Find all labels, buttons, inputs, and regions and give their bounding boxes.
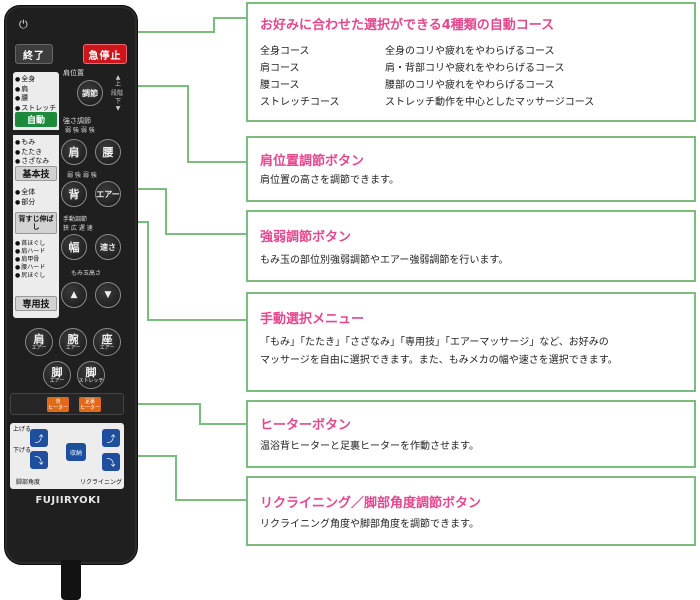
roller-height-label: もみ玉高さ <box>71 270 102 277</box>
callout-desc: 「もみ」「たたき」「さざなみ」「専用技」「エアーマッサージ」など、お好みの <box>260 337 609 348</box>
callout-desc: もみ玉の部位別強弱調節やエアー強弱調節を行います。 <box>260 255 509 266</box>
manual-item: さざなみ <box>15 157 49 167</box>
auto-course-list: 全身 肩 腰 ストレッチ <box>15 75 56 113</box>
callout-recline: リクライニング／脚部角度調節ボタン リクライニング角度や脚部角度を調節できます。 <box>246 476 696 546</box>
waist-strength-button[interactable]: 腰 <box>95 139 121 165</box>
manual-adjust-label: 手動調節 <box>63 216 88 223</box>
course-row: ストレッチコースストレッチ動作を中心としたマッサージコース <box>260 97 595 108</box>
callout-desc: マッサージを自由に選択できます。また、もみメカの幅や速さを選択できます。 <box>260 355 618 366</box>
manual-item: たたき <box>15 148 49 158</box>
range-item: 部分 <box>15 198 35 208</box>
callout-title: 肩位置調節ボタン <box>260 154 365 169</box>
height-up-button[interactable]: ▲ <box>61 282 87 308</box>
course-row: 肩コース肩・背部コリや疲れをやわらげるコース <box>260 63 565 74</box>
callout-desc: リクライニング角度や脚部角度を調節できます。 <box>260 519 479 530</box>
manual-list: もみ たたき さざなみ <box>15 138 49 167</box>
callout-shoulder-position: 肩位置調節ボタン 肩位置の高さを調節できます。 <box>246 136 696 202</box>
strength-scale-2: 弱 強 弱 強 <box>67 172 97 179</box>
special-item: 肩ハード <box>15 248 45 256</box>
position-unit-label: 段階 <box>111 90 124 97</box>
shoulder-strength-button[interactable]: 肩 <box>61 139 87 165</box>
strength-label: 強さ調節 <box>63 117 91 125</box>
power-icon: ⏻ <box>19 18 28 31</box>
position-down-label: 下▼ <box>115 98 122 112</box>
air-seat-button[interactable]: 座エアー <box>93 328 121 356</box>
special-technique-button[interactable]: 専用技 <box>15 296 57 311</box>
air-strength-button[interactable]: エアー <box>95 181 121 207</box>
auto-button[interactable]: 自動 <box>15 112 57 127</box>
heater-panel: 背ヒーター 足裏ヒーター <box>10 393 124 415</box>
width-button[interactable]: 幅 <box>61 234 87 260</box>
special-item: 首ほぐし <box>15 240 45 248</box>
leg-lower-button[interactable]: ⤵ <box>30 451 48 469</box>
height-down-button[interactable]: ▼ <box>95 282 121 308</box>
connector-recline <box>124 455 246 501</box>
special-item: 肩甲骨 <box>15 256 45 264</box>
auto-course-item: ストレッチ <box>15 104 56 114</box>
special-list: 首ほぐし 肩ハード 肩甲骨 腰ハード 尻ほぐし <box>15 240 45 280</box>
speed-button[interactable]: 速さ <box>95 234 121 260</box>
position-up-label: ▲上 <box>115 74 122 88</box>
auto-course-item: 肩 <box>15 85 56 95</box>
foot-heater-button[interactable]: 足裏ヒーター <box>79 397 101 412</box>
range-list: 全体 部分 <box>15 188 35 207</box>
auto-course-item: 腰 <box>15 94 56 104</box>
callout-auto-course: お好みに合わせた選択ができる4種類の自動コース 全身コース全身のコリや疲れをやわ… <box>246 2 696 122</box>
course-row: 腰コース腰部のコリや疲れをやわらげるコース <box>260 80 555 91</box>
range-item: 全体 <box>15 188 35 198</box>
manual-item: もみ <box>15 138 49 148</box>
callout-title: ヒーターボタン <box>260 418 352 433</box>
brand-logo: FUJIIRYOKI <box>35 495 101 506</box>
callout-title: 強弱調節ボタン <box>260 230 352 245</box>
strength-scale: 弱 強 弱 強 <box>65 127 95 134</box>
special-item: 腰ハード <box>15 264 45 272</box>
connector-heater <box>124 403 246 425</box>
callout-desc: 肩位置の高さを調節できます。 <box>260 175 399 186</box>
callout-title: リクライニング／脚部角度調節ボタン <box>260 496 482 511</box>
air-arm-button[interactable]: 腕エアー <box>59 328 87 356</box>
leg-stretch-button[interactable]: 脚ストレッチ <box>77 361 105 389</box>
callout-heater: ヒーターボタン 温浴背ヒーターと足裏ヒーターを作動させます。 <box>246 400 696 468</box>
callout-title: お好みに合わせた選択ができる4種類の自動コース <box>260 18 555 33</box>
back-stretch-button[interactable]: 背すじ伸ばし <box>15 212 57 234</box>
stop-button[interactable]: 終了 <box>15 44 53 64</box>
leg-raise-button[interactable]: ⤴ <box>30 429 48 447</box>
manual-scale: 狭 広 遅 速 <box>63 225 93 232</box>
recline-up-button[interactable]: ⤴ <box>102 429 120 447</box>
callout-desc: 温浴背ヒーターと足裏ヒーターを作動させます。 <box>260 441 479 452</box>
shoulder-position-button[interactable]: 調節 <box>77 80 103 106</box>
callout-manual-menu: 手動選択メニュー 「もみ」「たたき」「さざなみ」「専用技」「エアーマッサージ」な… <box>246 292 696 392</box>
mode-panel: 全身 肩 腰 ストレッチ 自動 もみ たたき さざなみ 基本技 全体 部分 背す… <box>13 72 59 318</box>
special-item: 尻ほぐし <box>15 272 45 280</box>
store-button[interactable]: 収納 <box>66 443 86 461</box>
course-row: 全身コース全身のコリや疲れをやわらげるコース <box>260 46 555 57</box>
basic-technique-button[interactable]: 基本技 <box>15 166 57 181</box>
connector-shoulder <box>102 85 246 163</box>
air-leg-button[interactable]: 脚エアー <box>43 361 71 389</box>
connector-manual <box>124 221 246 321</box>
back-strength-button[interactable]: 背 <box>61 181 87 207</box>
auto-course-item: 全身 <box>15 75 56 85</box>
back-heater-button[interactable]: 背ヒーター <box>47 397 69 412</box>
leg-angle-label: 脚部角度 <box>16 479 41 486</box>
recline-label: リクライニング <box>80 479 123 486</box>
air-shoulder-button[interactable]: 肩エアー <box>25 328 53 356</box>
recline-down-button[interactable]: ⤵ <box>102 453 120 471</box>
recline-panel: 上げる ⤴ 下げる ⤵ 収納 ⤴ ⤵ 脚部角度 リクライニング <box>10 423 124 489</box>
emergency-stop-button[interactable]: 急停止 <box>83 44 127 64</box>
shoulder-position-label: 肩位置 <box>63 69 84 77</box>
callout-strength: 強弱調節ボタン もみ玉の部位別強弱調節やエアー強弱調節を行います。 <box>246 210 696 282</box>
raise-label: 上げる <box>13 426 32 433</box>
lower-label: 下げる <box>13 447 32 454</box>
remote-cable <box>61 560 81 600</box>
callout-title: 手動選択メニュー <box>260 312 365 327</box>
